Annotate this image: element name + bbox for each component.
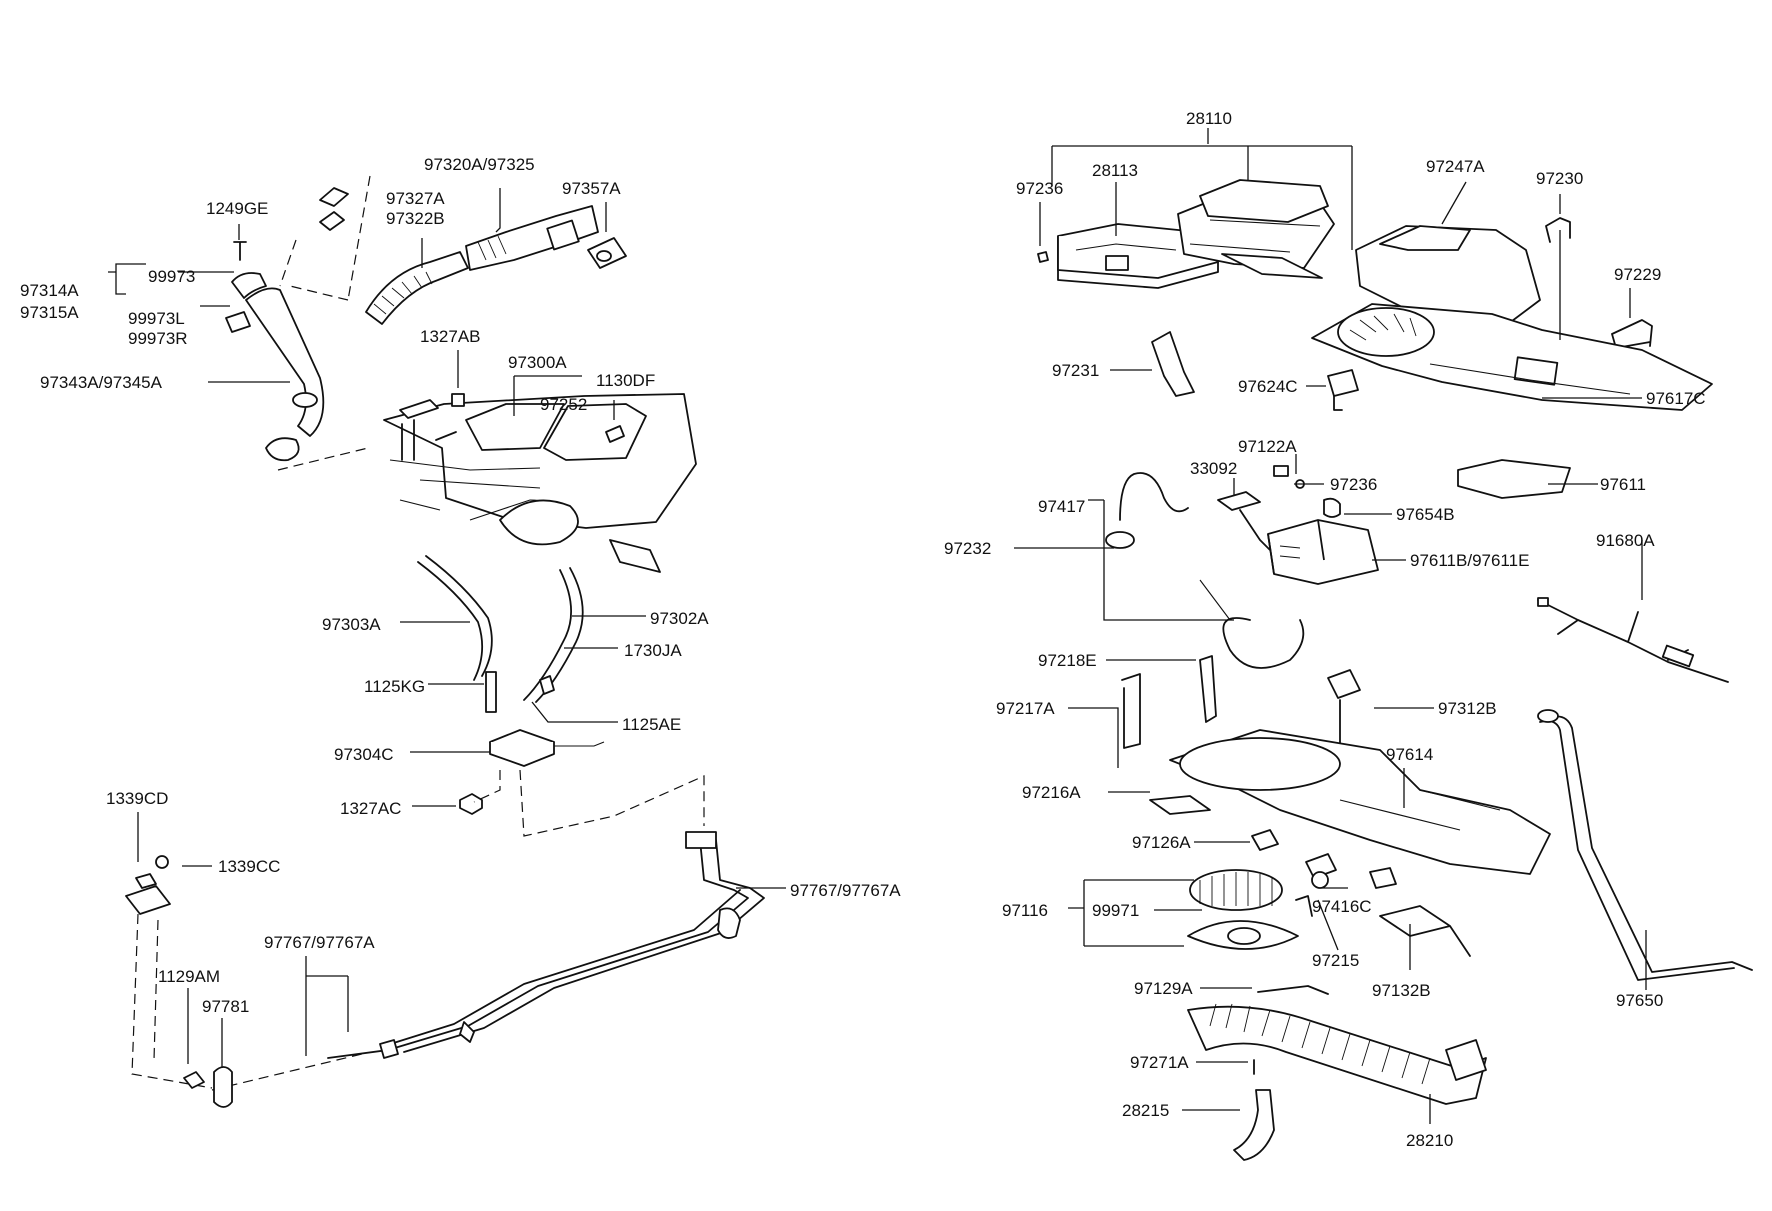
label-97654B: 97654B xyxy=(1396,505,1455,524)
label-97252: 97252 xyxy=(540,395,587,414)
label-97322B: 97322B xyxy=(386,209,445,228)
label-97314A: 97314A xyxy=(20,281,79,300)
label-99973: 99973 xyxy=(148,267,195,286)
label-97271A: 97271A xyxy=(1130,1053,1189,1072)
label-97126A: 97126A xyxy=(1132,833,1191,852)
label-97232: 97232 xyxy=(944,539,991,558)
label-97624C: 97624C xyxy=(1238,377,1298,396)
label-97230: 97230 xyxy=(1536,169,1583,188)
label-97650: 97650 xyxy=(1616,991,1663,1010)
label-97781: 97781 xyxy=(202,997,249,1016)
label-97122A: 97122A xyxy=(1238,437,1297,456)
label-97229: 97229 xyxy=(1614,265,1661,284)
label-97300A: 97300A xyxy=(508,353,567,372)
label-1125KG: 1125KG xyxy=(364,677,425,696)
label-28215: 28215 xyxy=(1122,1101,1169,1120)
label-97320A: 97320A/97325 xyxy=(424,155,535,174)
label-97315A: 97315A xyxy=(20,303,79,322)
label-28110: 28110 xyxy=(1186,109,1232,128)
label-97304C: 97304C xyxy=(334,745,394,764)
label-97129A: 97129A xyxy=(1134,979,1193,998)
label-97357A: 97357A xyxy=(562,179,621,198)
heater-case-top-right xyxy=(1037,179,1713,411)
label-97617C: 97617C xyxy=(1646,389,1706,408)
label-97247A: 97247A xyxy=(1426,157,1485,176)
label-97132B: 97132B xyxy=(1372,981,1431,1000)
label-97116: 97116 xyxy=(1002,901,1048,920)
label-91680A: 91680A xyxy=(1596,531,1655,550)
label-99973R: 99973R xyxy=(128,329,188,348)
label-97767-left: 97767/97767A xyxy=(264,933,375,952)
label-97302A: 97302A xyxy=(650,609,709,628)
label-97611B: 97611B/97611E xyxy=(1410,551,1529,570)
label-97614: 97614 xyxy=(1386,745,1433,764)
label-97303A: 97303A xyxy=(322,615,381,634)
label-1730JA: 1730JA xyxy=(624,641,682,660)
label-97236-top: 97236 xyxy=(1016,179,1063,198)
label-97343A: 97343A/97345A xyxy=(40,373,163,392)
heater-pipes-bottom xyxy=(125,831,765,1108)
label-1249GE: 1249GE xyxy=(206,199,268,218)
label-1339CD: 1339CD xyxy=(106,789,168,808)
label-97327A: 97327A xyxy=(386,189,445,208)
label-97416C: 97416C xyxy=(1312,897,1372,916)
label-97218E: 97218E xyxy=(1038,651,1097,670)
label-28113: 28113 xyxy=(1092,161,1138,180)
label-97611: 97611 xyxy=(1600,475,1646,494)
label-1327AB: 1327AB xyxy=(420,327,481,346)
part-labels: 1249GE 97314A 97315A 99973 99973L 99973R… xyxy=(20,109,1706,1150)
label-97217A: 97217A xyxy=(996,699,1055,718)
label-99973L: 99973L xyxy=(128,309,185,328)
label-1327AC: 1327AC xyxy=(340,799,401,818)
heater-unit xyxy=(383,393,705,837)
label-1339CC: 1339CC xyxy=(218,857,280,876)
heater-case-bottom-right xyxy=(1105,459,1753,1161)
label-1130DF: 1130DF xyxy=(596,371,655,390)
label-1125AE: 1125AE xyxy=(622,715,681,734)
label-97236-mid: 97236 xyxy=(1330,475,1377,494)
label-97216A: 97216A xyxy=(1022,783,1081,802)
label-28210: 28210 xyxy=(1406,1131,1453,1150)
label-1129AM: 1129AM xyxy=(158,967,220,986)
leader-lines xyxy=(108,128,1647,1124)
label-97215: 97215 xyxy=(1312,951,1359,970)
label-33092: 33092 xyxy=(1190,459,1237,478)
label-97767-right: 97767/97767A xyxy=(790,881,901,900)
duct-hoses-left xyxy=(225,175,627,471)
label-99971: 99971 xyxy=(1092,901,1139,920)
label-97231: 97231 xyxy=(1052,361,1099,380)
label-97312B: 97312B xyxy=(1438,699,1497,718)
label-97417: 97417 xyxy=(1038,497,1085,516)
